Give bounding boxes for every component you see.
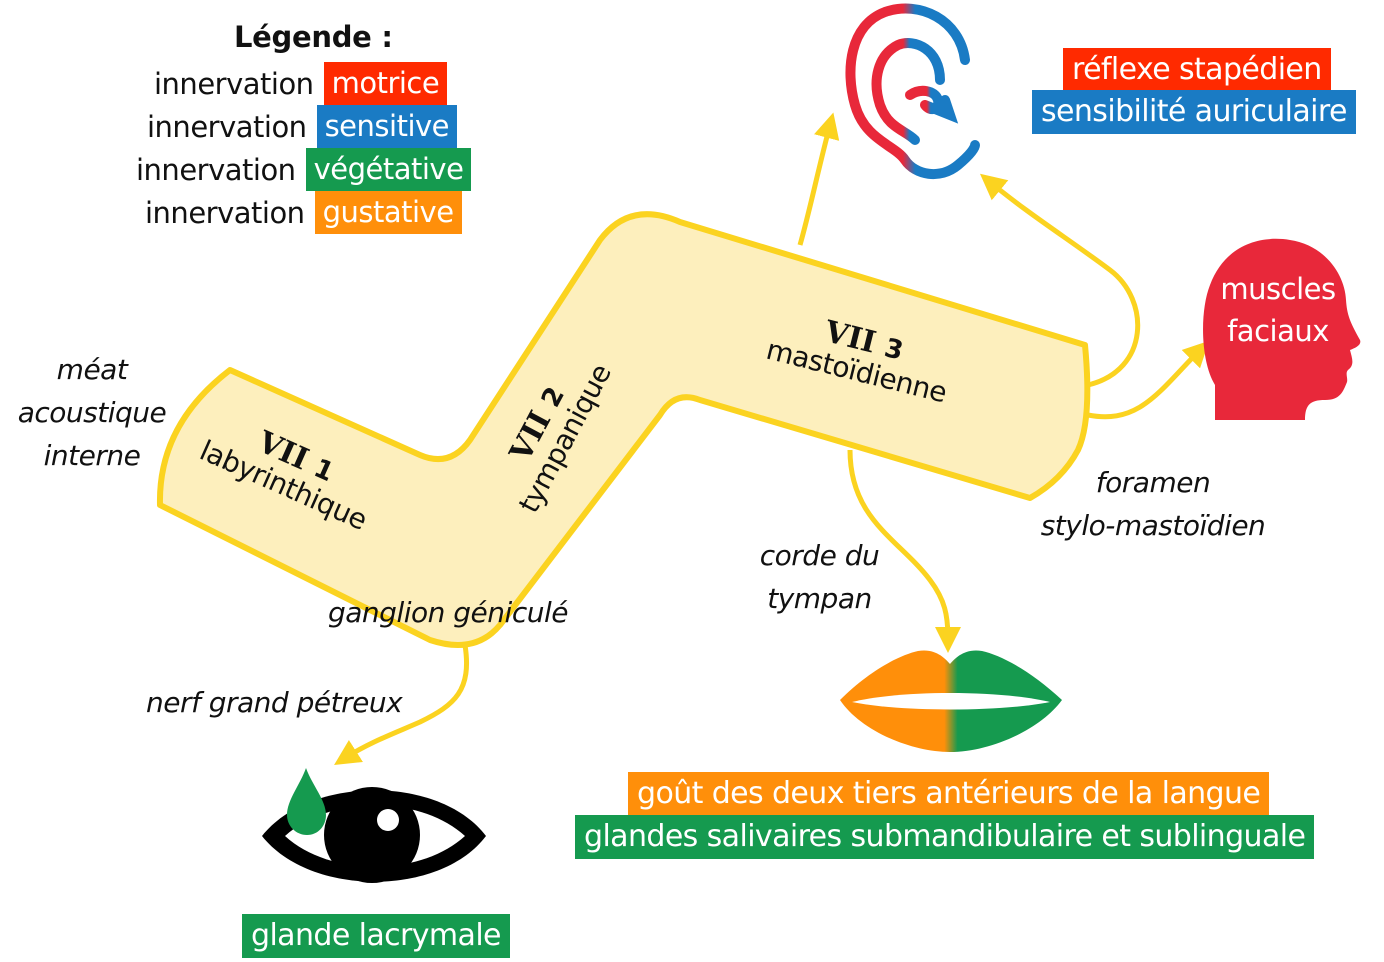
label-line: muscles [1220, 272, 1336, 306]
label-lacrimal-gland: glande lacrymale [242, 914, 510, 958]
label-line: tympan [767, 582, 872, 615]
legend-row-motor: innervation motrice [154, 62, 448, 105]
legend-prefix: innervation [136, 152, 296, 187]
label-chorda-tympani: corde du tympan [752, 534, 887, 620]
label-line: stylo-mastoïdien [1040, 509, 1266, 542]
legend-prefix: innervation [154, 66, 314, 101]
branch-greater-petrosal [334, 644, 469, 766]
label-geniculate-ganglion: ganglion géniculé [328, 596, 568, 629]
facial-nerve-shape [156, 211, 1091, 648]
head-profile-icon [1203, 238, 1361, 420]
legend-tag-autonomic: végétative [305, 148, 472, 191]
branch-to-ear-stapedius [797, 112, 840, 246]
label-line: faciaux [1227, 314, 1329, 349]
label-facial-muscles: muscles faciaux [1208, 268, 1348, 352]
legend-tag-sensory: sensitive [316, 105, 458, 148]
legend-prefix: innervation [147, 109, 307, 144]
label-internal-acoustic-meatus: méat acoustique interne [8, 348, 176, 477]
branch-chorda-tympani [847, 449, 961, 653]
label-stylomastoid-foramen: foramen stylo-mastoïdien [1028, 461, 1278, 547]
ear-icon [845, 3, 980, 180]
legend-row-sensory: innervation sensitive [147, 105, 458, 148]
legend-tag-motor: motrice [323, 62, 448, 105]
label-stapedius-reflex: réflexe stapédien [1063, 48, 1331, 92]
label-taste-anterior-tongue: goût des deux tiers antérieurs de la lan… [628, 772, 1270, 816]
label-auricular-sensation: sensibilité auriculaire [1032, 90, 1356, 134]
label-line: méat [56, 353, 128, 386]
label-line: acoustique [17, 396, 167, 429]
branch-to-face [1087, 340, 1210, 420]
legend-title: Légende : [234, 20, 393, 54]
legend-row-gustatory: innervation gustative [145, 191, 462, 234]
lips-icon [840, 650, 1062, 752]
label-line: corde du [759, 539, 880, 572]
label-line: foramen [1095, 466, 1211, 499]
legend-tag-gustatory: gustative [314, 191, 462, 234]
legend-prefix: innervation [145, 195, 305, 230]
legend-row-autonomic: innervation végétative [136, 148, 472, 191]
label-line: interne [43, 439, 141, 472]
label-salivary-glands: glandes salivaires submandibulaire et su… [575, 815, 1315, 859]
branch-to-ear-sensory [979, 173, 1141, 388]
eye-with-tear-icon [262, 768, 486, 883]
label-greater-petrosal-nerve: nerf grand pétreux [146, 686, 403, 719]
